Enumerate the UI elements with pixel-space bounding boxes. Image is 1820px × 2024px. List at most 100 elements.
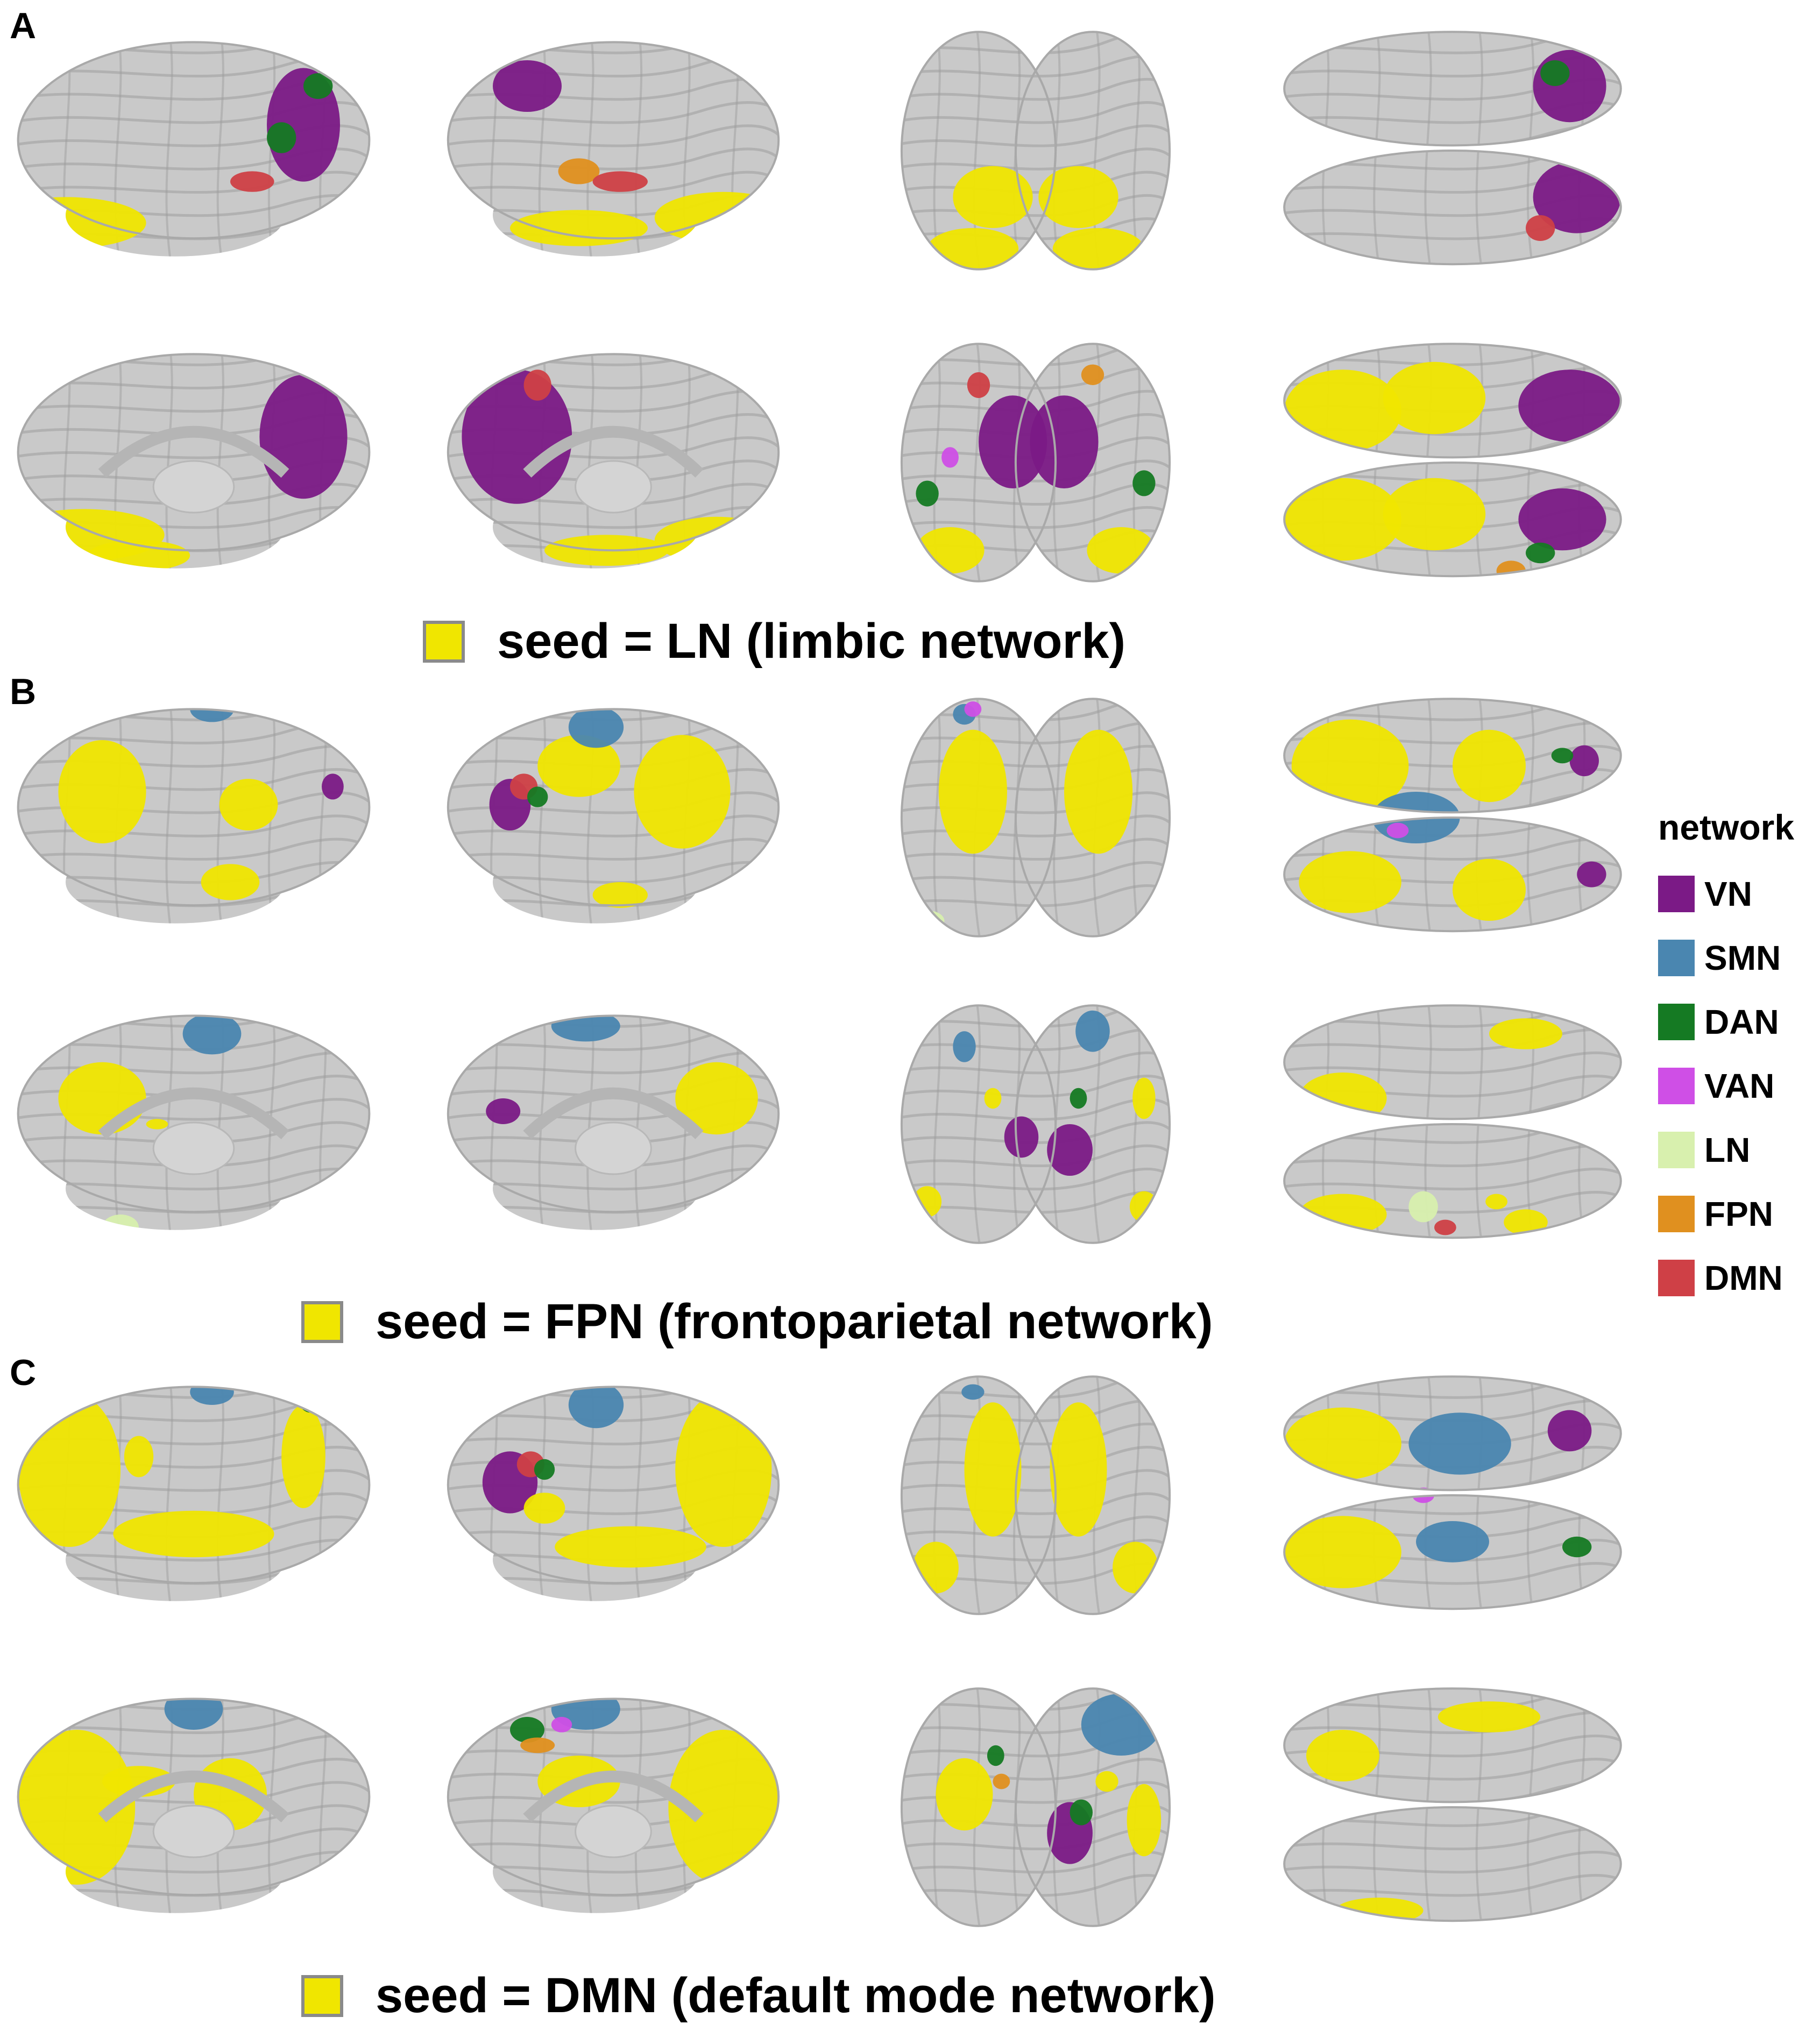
brain-view-b-2-2 [447,1014,780,1230]
patch-seed [1127,1784,1162,1857]
patch-fpn [993,1773,1010,1789]
patch-smn [182,1015,242,1055]
patch-dan [1551,748,1574,764]
seed-swatch-a [423,620,465,663]
patch-smn [1075,1010,1110,1052]
legend-label-dmn: DMN [1704,1258,1783,1297]
patch-seed [1095,1771,1118,1792]
patch-seed [675,1062,758,1135]
patch-dan [1526,542,1555,564]
patch-seed [201,864,260,900]
patch-seed [1291,719,1409,813]
patch-vn [493,60,562,112]
patch-vn [322,773,344,800]
caption-text-b: seed = FPN (frontoparietal network) [376,1294,1213,1349]
patch-dan [987,1745,1004,1766]
patch-seed [964,1402,1022,1537]
patch-smn [164,1699,223,1730]
legend-item-ln: LN [1658,1118,1819,1182]
patch-seed [1284,1516,1401,1588]
patch-seed [936,1758,993,1831]
patch-dan [534,1459,555,1480]
panel-label-b: B [10,671,37,712]
patch-seed [1284,478,1401,561]
brain-view-b-1-3 [900,698,1171,938]
brain-view-a-1-2 [447,41,780,257]
legend-swatch-van [1658,1067,1695,1104]
thalamus [152,1121,235,1175]
patch-seed [124,1436,154,1478]
patch-seed [654,191,779,244]
brain-view-a-2-1 [17,353,371,569]
patch-vn [1533,49,1606,123]
patch-smn [953,1031,976,1062]
patch-smn [568,1387,624,1429]
caption-panel-a: seed = LN (limbic network) [423,613,1125,670]
corpus-callosum [523,1087,704,1139]
brain-view-c-2-4 [1283,1687,1622,1922]
patch-fpn [1496,560,1526,577]
patch-van [964,701,982,717]
patch-van [551,1717,572,1732]
patch-seed [18,1730,136,1885]
patch-seed [523,1493,565,1524]
patch-vn [1518,370,1621,442]
patch-vn [979,395,1047,488]
patch-dmn [967,372,990,398]
patch-dan [510,1717,544,1743]
patch-vn [1569,745,1599,777]
brain-view-a-2-4 [1283,343,1622,578]
patch-seed [634,735,731,849]
patch-seed [1038,166,1118,228]
patch-seed [555,1526,706,1568]
patch-seed [1113,1542,1158,1594]
patch-vn [1004,1116,1039,1158]
brain-view-c-2-1 [17,1698,371,1913]
legend-label-ln: LN [1704,1130,1751,1169]
patch-seed [281,1405,325,1508]
patch-seed [537,735,620,797]
brain-view-c-2-2 [447,1698,780,1913]
caption-panel-c: seed = DMN (default mode network) [301,1968,1216,2024]
panel-label-c: C [10,1352,37,1393]
patch-seed [58,740,146,843]
patch-dan [916,480,939,507]
thalamus [152,460,235,514]
brain-view-b-2-3 [900,1004,1171,1244]
patch-fpn [520,1737,555,1753]
patch-seed [1052,228,1144,269]
patch-seed [1383,478,1486,551]
brain-view-b-2-1 [17,1014,371,1230]
patch-vn [1577,861,1606,887]
legend-item-dmn: DMN [1658,1246,1819,1310]
legend-item-van: VAN [1658,1054,1819,1118]
legend-label-vn: VN [1704,874,1752,913]
patch-seed [938,729,1007,854]
patch-dmn [523,370,551,401]
brain-view-b-1-1 [17,708,371,924]
patch-dan [267,122,296,153]
patch-seed [1437,1701,1541,1732]
brain-view-a-1-4 [1283,31,1622,266]
patch-seed [1132,1077,1156,1119]
patch-smn [190,1387,234,1405]
patch-smn [568,709,624,748]
patch-seed [1050,1402,1107,1537]
patch-seed [1504,1209,1548,1235]
corpus-callosum [523,1770,704,1822]
patch-dmn [1434,1219,1456,1235]
brain-view-a-2-3 [900,343,1171,583]
patch-vn [462,370,572,504]
patch-dan [1070,1799,1093,1826]
patch-ln [734,918,755,924]
patch-van [941,447,959,468]
patch-seed [1284,370,1401,452]
patch-seed [58,1062,146,1135]
legend-label-fpn: FPN [1704,1194,1773,1233]
legend-swatch-dmn [1658,1259,1695,1296]
seed-swatch-c [301,1975,343,2017]
patch-seed [510,210,648,246]
patch-seed [1306,1730,1379,1781]
legend-item-fpn: FPN [1658,1182,1819,1246]
patch-ln [1408,1191,1438,1223]
